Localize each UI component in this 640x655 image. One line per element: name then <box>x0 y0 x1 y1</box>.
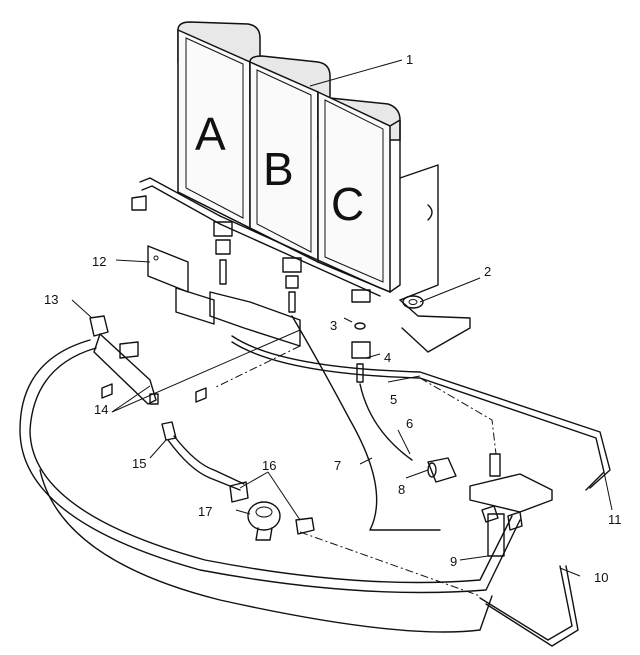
callout-3: 3 <box>330 318 337 333</box>
pilot-assembly <box>89 315 207 441</box>
fitting-8 <box>427 457 457 483</box>
callout-4: 4 <box>384 350 391 365</box>
callout-7: 7 <box>334 458 341 473</box>
top-gas-tube <box>131 177 381 297</box>
callout-9: 9 <box>450 554 457 569</box>
leader-lines <box>71 59 613 597</box>
callout-12: 12 <box>92 254 106 269</box>
callout-15: 15 <box>132 456 146 471</box>
callout-16: 16 <box>262 458 276 473</box>
callout-6: 6 <box>406 416 413 431</box>
mounting-bracket <box>147 245 301 347</box>
callout-8: 8 <box>398 482 405 497</box>
callout-11: 11 <box>608 512 622 527</box>
callout-labels: 1 2 3 4 5 6 7 8 9 10 11 12 13 14 15 16 1… <box>44 52 622 585</box>
gas-tubes <box>19 315 611 647</box>
callout-13: 13 <box>44 292 58 307</box>
burner-panels: A B C <box>177 21 401 294</box>
regulator <box>229 481 315 541</box>
callout-2: 2 <box>484 264 491 279</box>
burner-letter-b: B <box>263 143 294 195</box>
valve-assembly <box>469 453 553 557</box>
bracket <box>399 164 471 353</box>
callout-14: 14 <box>94 402 108 417</box>
callout-5: 5 <box>390 392 397 407</box>
orifice-fittings <box>213 221 371 383</box>
callout-17: 17 <box>198 504 212 519</box>
callout-10: 10 <box>594 570 608 585</box>
burner-letter-c: C <box>331 178 364 230</box>
burner-letter-a: A <box>195 108 226 160</box>
callout-1: 1 <box>406 52 413 67</box>
